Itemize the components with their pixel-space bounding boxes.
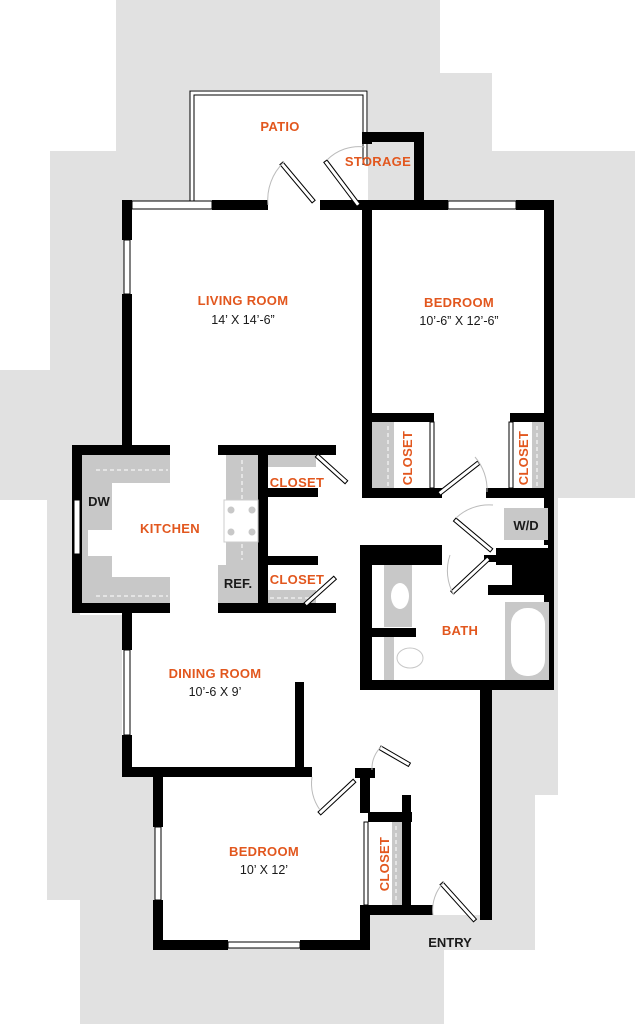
window-kitchen (73, 499, 81, 555)
door-patio (279, 161, 316, 204)
door-bedroom1-closet-l (429, 421, 435, 489)
window-living-left (123, 239, 131, 295)
door-storage (323, 159, 361, 208)
room-labels: PATIO STORAGE LIVING ROOM 14’ X 14’-6” B… (88, 119, 538, 950)
door-bath (449, 556, 491, 595)
bedroom1-label: BEDROOM (424, 295, 494, 310)
bathtub-icon (511, 608, 545, 676)
door-bedroom1-closet-r (508, 421, 514, 489)
patio-label: PATIO (260, 119, 299, 134)
bath-fixtures (384, 565, 549, 680)
dining-room-dimensions: 10’-6 X 9’ (189, 685, 242, 699)
bedroom1-closet-shelves (372, 422, 548, 540)
bedroom1-dimensions: 10’-6” X 12’-6” (419, 314, 498, 328)
patio-railing (189, 90, 368, 205)
dining-room-label: DINING ROOM (169, 666, 262, 681)
bedroom2-closet-shelves (392, 822, 402, 905)
window-bedroom-top (447, 200, 517, 210)
bedroom1-closet-right-label: CLOSET (516, 431, 531, 486)
refrigerator-label: REF. (224, 576, 252, 591)
bath-label: BATH (442, 623, 478, 638)
stove-icon (223, 499, 259, 543)
dishwasher-label: DW (88, 494, 110, 509)
entry-label: ENTRY (428, 935, 472, 950)
living-room-dimensions: 14’ X 14’-6” (211, 313, 274, 327)
door-bedroom2 (317, 778, 357, 816)
window-bedroom2-bottom (227, 941, 301, 949)
storage-label: STORAGE (345, 154, 411, 169)
refrigerator (218, 565, 258, 603)
door-bedroom1 (437, 460, 481, 496)
sink-icon (88, 530, 112, 556)
bedroom1-closet-left-label: CLOSET (400, 431, 415, 486)
washer-dryer (504, 508, 548, 540)
sink-icon (391, 583, 409, 609)
windows (73, 200, 517, 949)
door-laundry (452, 517, 494, 553)
kitchen-closet-2-label: CLOSET (270, 572, 325, 587)
door-kitchen-closet-1 (314, 453, 349, 485)
kitchen-counters (82, 455, 316, 603)
window-bedroom2-left (154, 826, 162, 901)
living-room-label: LIVING ROOM (198, 293, 289, 308)
storage-walls (362, 132, 424, 210)
kitchen-label: KITCHEN (140, 521, 200, 536)
door-entry (439, 881, 478, 923)
toilet-icon (396, 647, 424, 669)
window-living-top (131, 200, 213, 210)
window-dining (123, 649, 131, 736)
kitchen-closet-1-label: CLOSET (270, 475, 325, 490)
bedroom2-closet-label: CLOSET (377, 837, 392, 892)
walls (72, 200, 554, 950)
doors (267, 146, 514, 923)
door-kitchen-closet-2 (303, 575, 338, 607)
washer-dryer-label: W/D (513, 518, 538, 533)
bedroom2-label: BEDROOM (229, 844, 299, 859)
bedroom2-dimensions: 10’ X 12’ (240, 863, 288, 877)
door-bedroom2-closet (363, 821, 369, 906)
